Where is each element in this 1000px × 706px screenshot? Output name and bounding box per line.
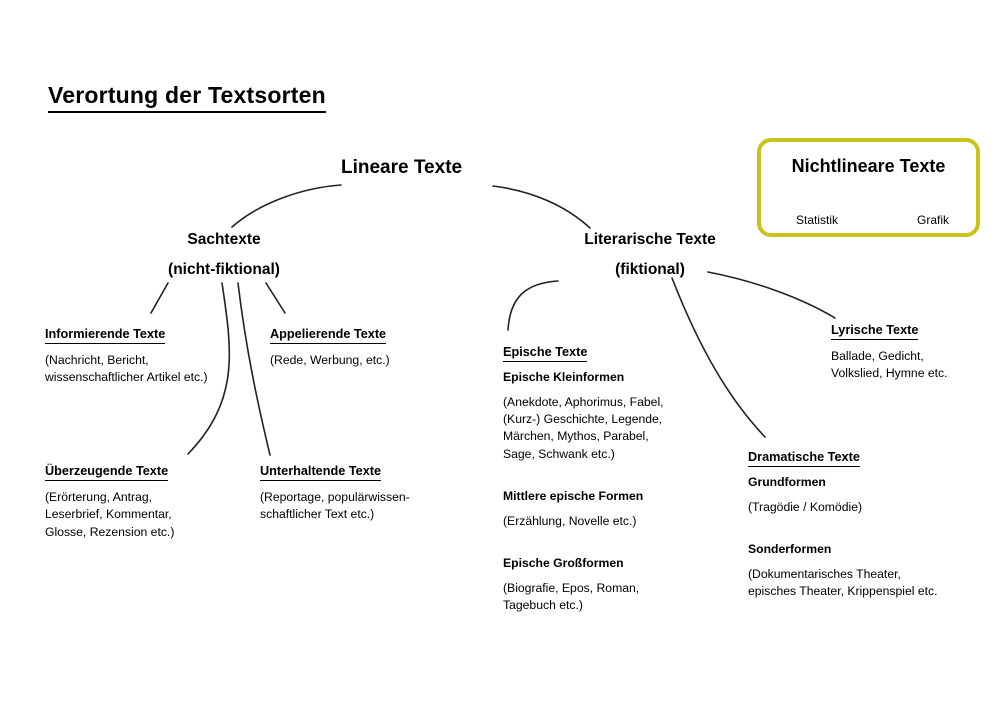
node-sachtexte: Sachtexte (nicht-fiktional) <box>142 231 306 279</box>
leaf-line: (Reportage, populärwissen- <box>260 489 410 504</box>
leaf-dramatische-texte: Dramatische Texte Grundformen (Tragödie … <box>748 448 998 601</box>
leaf-line: (Nachricht, Bericht, <box>45 352 149 367</box>
connector-literarische-to-epische <box>507 280 559 331</box>
leaf-line: (Dokumentarisches Theater, <box>748 566 901 581</box>
connector-lineare-to-sachtexte <box>231 184 342 228</box>
leaf-heading: Appelierende Texte <box>270 327 387 344</box>
node-nichtlineare-texte: Nichtlineare Texte <box>791 156 946 176</box>
node-sachtexte-sublabel: (nicht-fiktional) <box>168 261 280 278</box>
leaf-unterhaltende-texte: Unterhaltende Texte (Reportage, populärw… <box>260 462 490 524</box>
leaf-group-grundformen: Grundformen (Tragödie / Komödie) <box>748 475 998 516</box>
leaf-line: Leserbrief, Kommentar, <box>45 507 172 522</box>
node-literarische-label: Literarische Texte <box>584 231 716 248</box>
leaf-subheading: Epische Kleinformen <box>503 369 625 384</box>
leaf-line: (Biografie, Epos, Roman, <box>503 581 640 596</box>
leaf-line: Sage, Schwank etc.) <box>503 446 615 461</box>
leaf-heading: Lyrische Texte <box>831 323 919 340</box>
leaf-epische-texte: Epische Texte Epische Kleinformen (Anekd… <box>503 343 743 615</box>
node-sachtexte-label: Sachtexte <box>187 231 261 248</box>
leaf-group-epische-kleinformen: Epische Kleinformen (Anekdote, Aphorimus… <box>503 370 743 463</box>
leaf-line: (Erörterung, Antrag, <box>45 489 153 504</box>
leaf-subheading: Sonderformen <box>748 542 832 557</box>
leaf-lyrische-texte: Lyrische Texte Ballade, Gedicht, Volksli… <box>831 321 1000 383</box>
leaf-line: Volkslied, Hymne etc. <box>831 366 948 381</box>
leaf-line: Märchen, Mythos, Parabel, <box>503 429 649 444</box>
leaf-line: Tagebuch etc.) <box>503 598 583 613</box>
connector-sachtexte-to-appelierende <box>265 282 286 314</box>
leaf-ueberzeugende-texte: Überzeugende Texte (Erörterung, Antrag, … <box>45 462 275 541</box>
node-literarische-sublabel: (fiktional) <box>615 261 685 278</box>
node-literarische-texte: Literarische Texte (fiktional) <box>540 231 760 279</box>
leaf-line: wissenschaftlicher Artikel etc.) <box>45 370 208 385</box>
leaf-group-epische-grossformen: Epische Großformen (Biografie, Epos, Rom… <box>503 556 743 615</box>
connector-sachtexte-to-informierende <box>150 282 169 314</box>
leaf-line: (Anekdote, Aphorimus, Fabel, <box>503 394 664 409</box>
leaf-line: episches Theater, Krippenspiel etc. <box>748 584 938 599</box>
leaf-line: Glosse, Rezension etc.) <box>45 524 175 539</box>
leaf-heading: Unterhaltende Texte <box>260 464 382 481</box>
leaf-informierende-texte: Informierende Texte (Nachricht, Bericht,… <box>45 325 275 387</box>
page-title: Verortung der Textsorten <box>48 82 326 113</box>
leaf-line: Ballade, Gedicht, <box>831 348 924 363</box>
leaf-heading: Epische Texte <box>503 345 588 362</box>
leaf-heading: Informierende Texte <box>45 327 166 344</box>
leaf-line: (Erzählung, Novelle etc.) <box>503 513 637 528</box>
leaf-line: (Tragödie / Komödie) <box>748 499 863 514</box>
leaf-heading: Überzeugende Texte <box>45 464 169 481</box>
connector-lineare-to-literarische <box>492 185 591 229</box>
leaf-line: (Rede, Werbung, etc.) <box>270 352 390 367</box>
leaf-line: schaftlicher Text etc.) <box>260 507 375 522</box>
leaf-appelierende-texte: Appelierende Texte (Rede, Werbung, etc.) <box>270 325 490 369</box>
leaf-subheading: Grundformen <box>748 474 826 489</box>
leaf-group-mittlere-epische-formen: Mittlere epische Formen (Erzählung, Nove… <box>503 489 743 530</box>
leaf-heading: Dramatische Texte <box>748 450 860 467</box>
leaf-subheading: Epische Großformen <box>503 556 624 571</box>
node-statistik: Statistik <box>795 213 838 227</box>
leaf-subheading: Mittlere epische Formen <box>503 489 644 504</box>
node-grafik: Grafik <box>916 213 949 227</box>
leaf-group-sonderformen: Sonderformen (Dokumentarisches Theater, … <box>748 542 998 601</box>
nichtlineare-texte-box: Nichtlineare Texte <box>757 138 980 237</box>
node-lineare-texte: Lineare Texte <box>341 157 463 178</box>
leaf-line: (Kurz-) Geschichte, Legende, <box>503 412 663 427</box>
